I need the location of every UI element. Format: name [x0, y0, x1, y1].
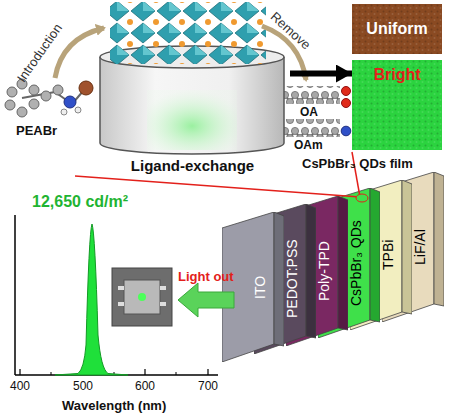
arrow-label: Light out: [178, 270, 234, 284]
axis-title: Wavelength (nm): [62, 399, 166, 413]
layer-edge: [434, 172, 444, 306]
film-label: Uniform: [352, 20, 442, 38]
film-surface: [352, 4, 442, 54]
film-image: Uniform: [352, 4, 442, 54]
tick-label: 400: [10, 380, 30, 393]
layer-name: ITO: [253, 212, 268, 362]
beaker-rim: [100, 46, 284, 68]
layer-edge: [274, 212, 284, 346]
layer-face: [286, 196, 338, 346]
layer-name: Poly-TPD: [317, 196, 332, 346]
layer-face: [318, 188, 370, 338]
layer-name: LiF/Al: [413, 172, 428, 322]
device-photo: [112, 268, 172, 326]
beaker-vessel: Ligand-exchange: [95, 45, 290, 175]
molecule-name: PEABr: [16, 124, 57, 138]
film-label: Bright: [352, 66, 442, 84]
green-solution: [147, 90, 237, 150]
film-image: Bright: [352, 60, 442, 150]
layer-face: [222, 212, 274, 362]
process-arrow: [290, 71, 352, 77]
layer-face: [254, 204, 306, 354]
layer-name: TPBi: [381, 180, 396, 330]
layer-edge: [370, 188, 380, 322]
tick-label: 500: [73, 380, 93, 393]
layer-name: PEDOT:PSS: [285, 204, 300, 354]
tick-label: 600: [135, 380, 155, 393]
process-caption: Ligand-exchange: [95, 158, 290, 175]
luminance-value: 12,650 cd/m²: [32, 193, 128, 211]
layer-face: [350, 180, 402, 330]
layer-edge: [402, 180, 412, 314]
layer-edge: [338, 196, 348, 330]
spectrum-plot: [15, 215, 218, 375]
film-surface: [352, 60, 442, 150]
device-layer: ITO: [222, 212, 284, 362]
arrow-label: Remove: [267, 10, 313, 53]
peabr-molecule: [5, 79, 93, 117]
layer-edge: [306, 204, 316, 338]
layer-name: CsPbBr₃ QDs: [349, 188, 364, 338]
tick-label: 700: [198, 380, 218, 393]
beaker-body: [100, 57, 284, 154]
molecule-name: OA: [300, 106, 318, 119]
film-caption: CsPbBr₃ QDs film: [302, 157, 413, 171]
introduction-arrow: [55, 28, 104, 78]
arrow-label: Introduction: [15, 21, 66, 85]
molecule-name: OAm: [294, 139, 323, 152]
layer-face: [382, 172, 434, 322]
